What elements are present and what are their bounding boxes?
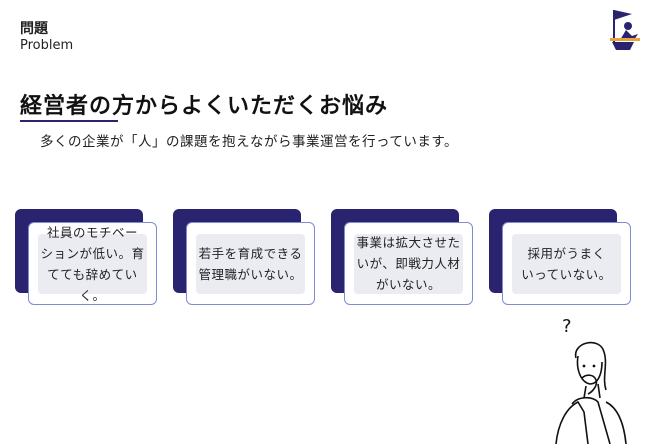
problem-card-4: 採用がうまく いっていない。	[489, 209, 631, 305]
thinking-person-illustration: ?	[548, 312, 628, 445]
card-panel: 事業は拡大させた いが、即戦力人材 がいない。	[344, 222, 473, 305]
card-inner: 若手を育成できる 管理職がいない。	[196, 233, 305, 294]
card-inner: 社員のモチベー ションが低い。育 てても辞めていく。	[38, 225, 147, 303]
card-inner: 事業は拡大させた いが、即戦力人材 がいない。	[354, 233, 463, 294]
card-text: 社員のモチベー ションが低い。育 てても辞めていく。	[40, 224, 145, 303]
page-heading: 経営者の方からよくいただくお悩み	[20, 94, 389, 119]
card-panel: 社員のモチベー ションが低い。育 てても辞めていく。	[28, 222, 157, 305]
question-mark-icon: ?	[562, 316, 572, 337]
card-text: 若手を育成できる 管理職がいない。	[198, 245, 303, 282]
card-text: 事業は拡大させた いが、即戦力人材 がいない。	[356, 235, 461, 292]
heading-underline	[20, 120, 118, 122]
card-text: 採用がうまく いっていない。	[521, 245, 612, 282]
card-inner: 採用がうまく いっていない。	[512, 233, 621, 294]
card-panel: 若手を育成できる 管理職がいない。	[186, 222, 315, 305]
logo	[604, 6, 644, 50]
card-panel: 採用がうまく いっていない。	[502, 222, 631, 305]
problem-card-3: 事業は拡大させた いが、即戦力人材 がいない。	[331, 209, 473, 305]
section-label-jp: 問題	[20, 21, 48, 37]
section-label-en: Problem	[20, 38, 74, 53]
subtitle: 多くの企業が「人」の課題を抱えながら事業運営を行っています。	[40, 134, 458, 150]
problem-card-1: 社員のモチベー ションが低い。育 てても辞めていく。	[15, 209, 157, 305]
problem-card-2: 若手を育成できる 管理職がいない。	[173, 209, 315, 305]
